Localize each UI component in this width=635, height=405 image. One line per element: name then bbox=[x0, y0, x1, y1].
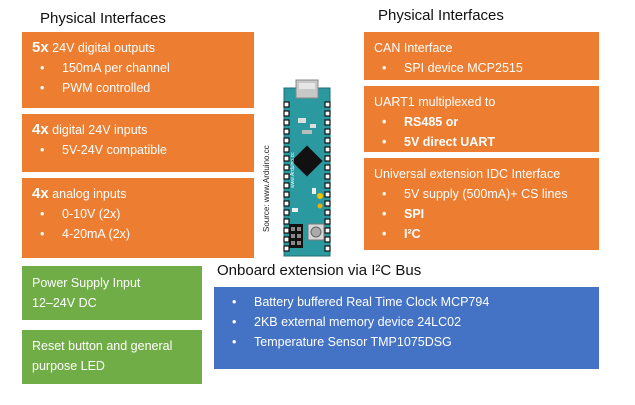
header-pin bbox=[324, 236, 331, 243]
ext-item: 5V supply (500mA)+ CS lines bbox=[374, 184, 589, 204]
header-pin bbox=[324, 200, 331, 207]
uart-title: UART1 multiplexed to bbox=[374, 95, 496, 109]
header-pin bbox=[283, 218, 290, 225]
header-pin bbox=[283, 245, 290, 252]
digital-inputs-box: 4x digital 24V inputs 5V-24V compatible bbox=[22, 114, 254, 172]
reset-button-icon bbox=[307, 223, 325, 241]
header-pin bbox=[283, 146, 290, 153]
header-pin bbox=[324, 155, 331, 162]
microcontroller-chip-icon bbox=[291, 145, 323, 177]
ext-title: Universal extension IDC Interface bbox=[374, 167, 561, 181]
can-title: CAN Interface bbox=[374, 41, 453, 55]
arduino-micro-board-illustration: www.Arduino.cc bbox=[283, 79, 331, 257]
pin-header-left bbox=[283, 101, 290, 252]
header-pin bbox=[283, 137, 290, 144]
inputs-title: digital 24V inputs bbox=[48, 123, 148, 137]
header-pin bbox=[324, 146, 331, 153]
header-pin bbox=[283, 182, 290, 189]
header-pin bbox=[283, 191, 290, 198]
idc-interface-box: Universal extension IDC Interface 5V sup… bbox=[364, 158, 599, 250]
header-pin bbox=[324, 110, 331, 117]
uart-item: RS485 or bbox=[374, 112, 589, 132]
inputs-item: 5V-24V compatible bbox=[32, 140, 244, 160]
header-pin bbox=[324, 128, 331, 135]
header-pin bbox=[324, 182, 331, 189]
can-item: SPI device MCP2515 bbox=[374, 58, 589, 78]
inputs-count: 4x bbox=[32, 121, 49, 138]
power-supply-box: Power Supply Input 12–24V DC bbox=[22, 266, 202, 320]
reset-button-box: Reset button and general purpose LED bbox=[22, 330, 202, 384]
header-pin bbox=[283, 173, 290, 180]
usb-connector-icon bbox=[295, 79, 319, 99]
outputs-count: 5x bbox=[32, 39, 49, 56]
onboard-heading: Onboard extension via I²C Bus bbox=[217, 262, 422, 279]
onboard-item: Temperature Sensor TMP1075DSG bbox=[224, 332, 589, 352]
header-pin bbox=[283, 155, 290, 162]
header-pin bbox=[324, 245, 331, 252]
left-heading: Physical Interfaces bbox=[40, 10, 166, 27]
header-pin bbox=[324, 227, 331, 234]
header-pin bbox=[283, 164, 290, 171]
header-pin bbox=[324, 164, 331, 171]
onboard-item: 2KB external memory device 24LC02 bbox=[224, 312, 589, 332]
header-pin bbox=[283, 236, 290, 243]
header-pin bbox=[324, 218, 331, 225]
header-pin bbox=[324, 173, 331, 180]
uart-item: 5V direct UART bbox=[374, 132, 589, 152]
source-credit: Source: www.Arduino.cc bbox=[262, 145, 271, 232]
header-pin bbox=[283, 110, 290, 117]
header-pin bbox=[324, 137, 331, 144]
header-pin bbox=[283, 128, 290, 135]
header-pin bbox=[283, 200, 290, 207]
can-interface-box: CAN Interface SPI device MCP2515 bbox=[364, 32, 599, 80]
outputs-title: 24V digital outputs bbox=[48, 41, 156, 55]
header-pin bbox=[283, 227, 290, 234]
header-pin bbox=[324, 209, 331, 216]
header-pin bbox=[283, 209, 290, 216]
power-line1: Power Supply Input bbox=[32, 276, 141, 290]
onboard-extension-box: Battery buffered Real Time Clock MCP794 … bbox=[214, 287, 599, 369]
right-heading: Physical Interfaces bbox=[378, 7, 504, 24]
outputs-item: PWM controlled bbox=[32, 78, 244, 98]
pin-header-right bbox=[324, 101, 331, 252]
header-pin bbox=[283, 119, 290, 126]
header-pin bbox=[324, 119, 331, 126]
analog-item: 0-10V (2x) bbox=[32, 204, 244, 224]
analog-title: analog inputs bbox=[48, 187, 127, 201]
analog-item: 4-20mA (2x) bbox=[32, 224, 244, 244]
digital-outputs-box: 5x 24V digital outputs 150mA per channel… bbox=[22, 32, 254, 108]
idc-header-icon bbox=[289, 224, 303, 248]
header-pin bbox=[324, 101, 331, 108]
reset-line2: purpose LED bbox=[32, 359, 105, 373]
board-components bbox=[292, 118, 323, 212]
power-line2: 12–24V DC bbox=[32, 296, 97, 310]
analog-inputs-box: 4x analog inputs 0-10V (2x) 4-20mA (2x) bbox=[22, 178, 254, 258]
uart-box: UART1 multiplexed to RS485 or 5V direct … bbox=[364, 86, 599, 152]
outputs-item: 150mA per channel bbox=[32, 58, 244, 78]
ext-item: SPI bbox=[374, 204, 589, 224]
board-vertical-text: www.Arduino.cc bbox=[290, 152, 296, 188]
header-pin bbox=[283, 101, 290, 108]
reset-line1: Reset button and general bbox=[32, 339, 173, 353]
analog-count: 4x bbox=[32, 185, 49, 202]
ext-item: I²C bbox=[374, 224, 589, 244]
onboard-item: Battery buffered Real Time Clock MCP794 bbox=[224, 292, 589, 312]
header-pin bbox=[324, 191, 331, 198]
